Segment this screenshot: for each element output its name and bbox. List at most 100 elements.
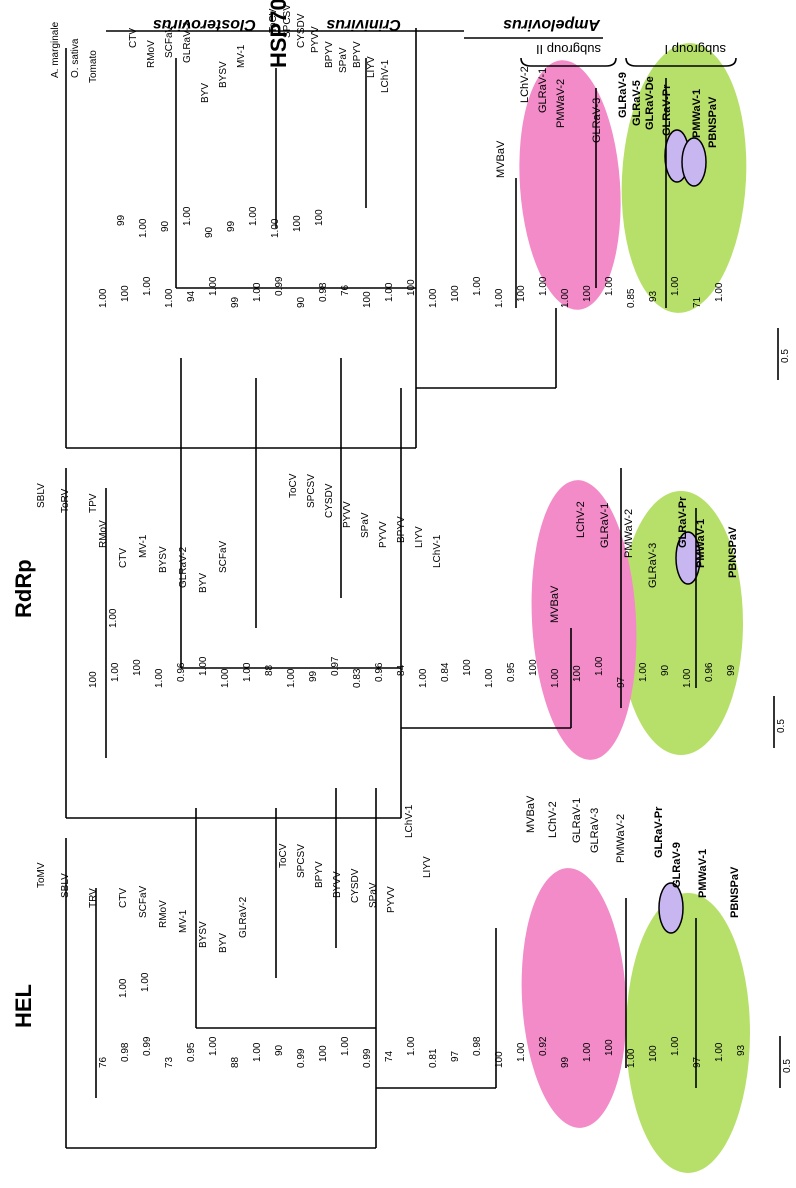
hel-crini-taxon: BYVV xyxy=(332,871,343,898)
hsp-support-value: 99 xyxy=(230,296,241,308)
rdrp-support-value: 1.00 xyxy=(484,668,495,688)
hsp-support-value: 0.98 xyxy=(318,282,329,302)
hsp-clos-taxon: BYV xyxy=(200,83,211,103)
hsp-purple-ellipse-pr xyxy=(681,137,707,187)
rdrp-support-value: 1.00 xyxy=(110,662,121,682)
hel-ampelo-taxon: PMWaV-2 xyxy=(615,814,627,863)
hsp-ampelo-taxon: PBNSPaV xyxy=(707,96,719,148)
hsp-support-value: 1.00 xyxy=(714,282,725,302)
hel-support-value: 1.00 xyxy=(140,972,151,992)
hel-support-value: 1.00 xyxy=(208,1036,219,1056)
hsp-support-value: 1.00 xyxy=(494,288,505,308)
rdrp-crini-taxon: SPaV xyxy=(360,512,371,538)
hsp-support-value: 1.00 xyxy=(182,206,193,226)
hsp-crini-taxon: SPaV xyxy=(338,47,349,73)
hel-clos-taxon: BYV xyxy=(218,933,229,953)
rdrp-support-value: 0.96 xyxy=(704,662,715,682)
hel-clos-taxon: CTV xyxy=(118,888,129,908)
hsp-support-value: 1.00 xyxy=(270,218,281,238)
hel-support-value: 1.00 xyxy=(714,1042,725,1062)
rdrp-clos-taxon: SCFaV xyxy=(218,540,229,573)
hsp-support-value: 100 xyxy=(314,209,325,226)
hsp-clos-taxon: BYSV xyxy=(218,61,229,88)
hel-ampelo-taxon: GLRaV-Pr xyxy=(653,806,665,858)
rdrp-crini-taxon: CYSDV xyxy=(324,483,335,518)
hel-ampelo-taxon: GLRaV-1 xyxy=(571,798,583,843)
rdrp-support-value: 1.00 xyxy=(418,668,429,688)
rdrp-support-value: 1.00 xyxy=(154,668,165,688)
hel-green-ellipse xyxy=(626,893,750,1173)
hsp-support-value: 0.99 xyxy=(274,276,285,296)
hsp-ampelo-taxon: GLRaV-1 xyxy=(537,68,549,113)
hel-support-value: 100 xyxy=(604,1039,615,1056)
hsp-subgroup2-brace xyxy=(520,57,617,67)
hel-support-value: 97 xyxy=(450,1050,461,1062)
rdrp-support-value: 0.95 xyxy=(506,662,517,682)
hsp-clos-taxon: SCFaV xyxy=(164,25,175,58)
hsp-outgroup-taxon: A. marginale xyxy=(50,21,61,78)
rdrp-support-value: 1.00 xyxy=(286,668,297,688)
hel-title: HEL xyxy=(11,984,36,1028)
hel-support-value: 0.98 xyxy=(472,1036,483,1056)
hel-tree xyxy=(65,788,697,1149)
rdrp-crini-taxon: SPCSV xyxy=(306,474,317,508)
hel-ampelo-taxon: GLRaV-3 xyxy=(589,808,601,853)
hsp-support-value: 90 xyxy=(204,226,215,238)
hsp-support-value: 1.00 xyxy=(248,206,259,226)
hel-support-value: 1.00 xyxy=(516,1042,527,1062)
hsp-outgroup-taxon: O. sativa xyxy=(70,38,81,78)
hsp-ampelo-taxon: PMWaV-2 xyxy=(555,79,567,128)
hsp-support-value: 100 xyxy=(120,285,131,302)
hsp-clos-taxon: GLRaV-2 xyxy=(182,21,193,63)
hel-support-value: 1.00 xyxy=(582,1042,593,1062)
rdrp-support-value: 100 xyxy=(572,665,583,682)
hsp-support-value: 71 xyxy=(692,296,703,308)
hel-crini-taxon: SPCSV xyxy=(296,844,307,878)
hsp-support-value: 100 xyxy=(406,279,417,296)
hsp-support-value: 1.00 xyxy=(142,276,153,296)
hsp-crini-taxon: ToCV xyxy=(268,8,279,33)
hel-support-value: 88 xyxy=(230,1056,241,1068)
rdrp-title: RdRp xyxy=(11,559,36,618)
hsp-ampelo-taxon: GLRaV-Pr xyxy=(661,84,673,136)
hel-support-value: 73 xyxy=(164,1056,175,1068)
hel-support-value: 1.00 xyxy=(406,1036,417,1056)
hsp-tree xyxy=(65,28,667,449)
hel-outgroup-taxon: TRV xyxy=(88,888,99,908)
rdrp-support-value: 1.00 xyxy=(594,656,605,676)
hel-outgroup-taxon: SBLV xyxy=(60,873,71,898)
rdrp-pink-ellipse xyxy=(531,480,637,760)
rdrp-scale-label: 0.5 xyxy=(776,719,787,733)
rdrp-support-value: 0.83 xyxy=(352,668,363,688)
rdrp-support-value: 100 xyxy=(528,659,539,676)
hsp-support-value: 100 xyxy=(362,291,373,308)
hsp-support-value: 1.00 xyxy=(560,288,571,308)
rdrp-purple-ellipse xyxy=(675,531,701,585)
rdrp-crini-taxon: LChV-1 xyxy=(432,534,443,568)
hsp-crini-taxon: LIYV xyxy=(366,56,377,78)
hel-ampelo-taxon: MVBaV xyxy=(525,795,537,833)
hsp-genus-ampelovirus: Ampelovirus xyxy=(503,16,601,33)
rdrp-outgroup-taxon: ToRV xyxy=(60,488,71,513)
rdrp-green-ellipse xyxy=(619,491,743,755)
hel-support-value: 0.99 xyxy=(142,1036,153,1056)
rdrp-clos-taxon: BYV xyxy=(198,573,209,593)
hsp-support-value: 1.00 xyxy=(472,276,483,296)
hsp-outgroup-taxon: Tomato xyxy=(88,50,99,83)
rdrp-support-value: 100 xyxy=(88,671,99,688)
rdrp-ampelo-taxon: PMWaV-2 xyxy=(623,509,635,558)
hel-purple-ellipse xyxy=(658,882,684,934)
hel-support-value: 1.00 xyxy=(626,1048,637,1068)
hel-pink-ellipse xyxy=(521,868,627,1128)
rdrp-clos-taxon: RMoV xyxy=(98,520,109,548)
rdrp-support-value: 1.00 xyxy=(108,608,119,628)
rdrp-ampelo-taxon: PMWaV-1 xyxy=(695,519,707,568)
hel-support-value: 0.95 xyxy=(186,1042,197,1062)
rdrp-crini-taxon: PYVV xyxy=(378,521,389,548)
hsp-ampelo-taxon: GLRaV-De xyxy=(644,76,656,130)
